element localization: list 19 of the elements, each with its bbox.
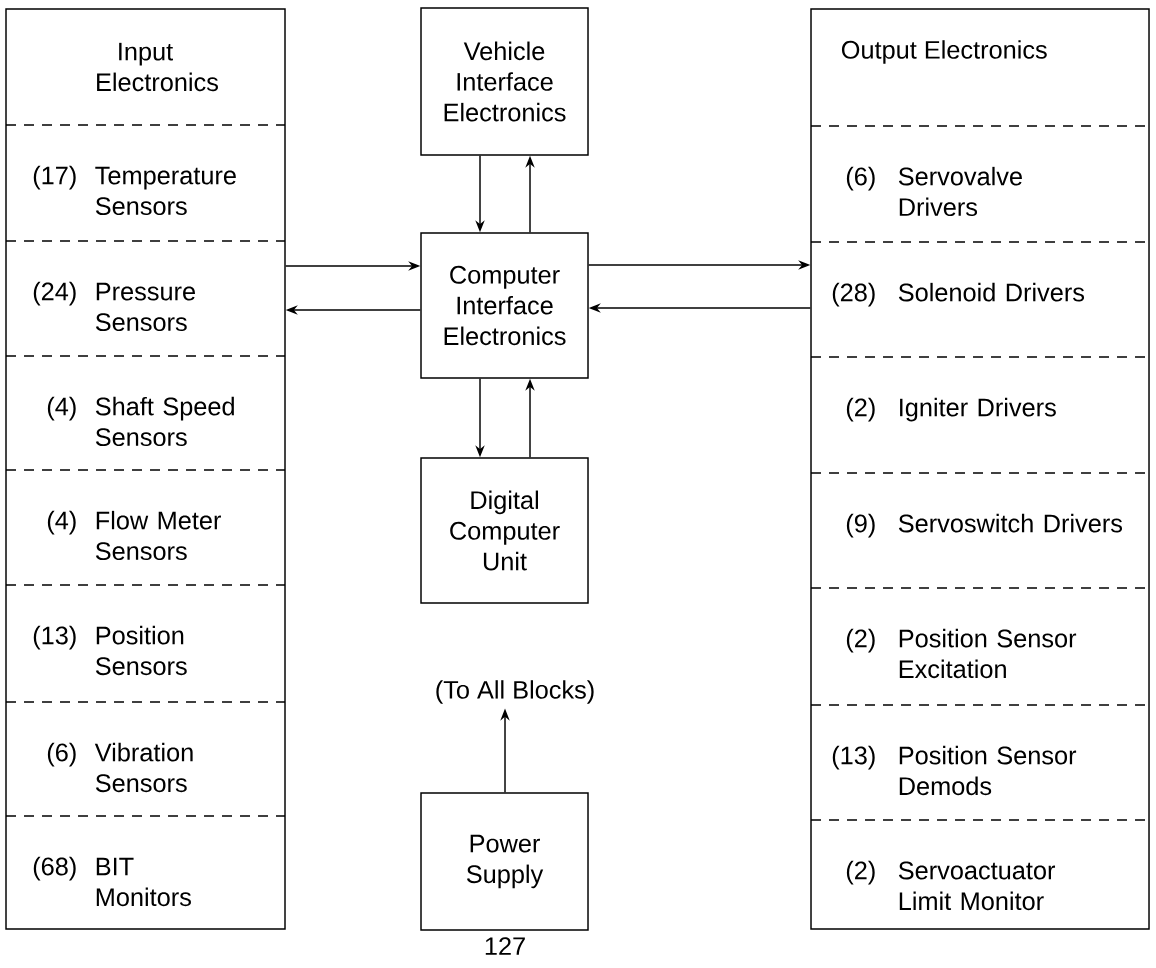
note-text: (To All Blocks) [436, 680, 594, 704]
panel-section: (6) Vibration Sensors [47, 742, 193, 793]
panel-section: (13) Position Sensors [33, 625, 187, 676]
panel-section: (9) Servoswitch Drivers [846, 513, 1122, 538]
block-box: Power Supply [420, 792, 589, 931]
panel-section: (17) Temperature Sensors [33, 165, 236, 216]
block-box: Vehicle Interface Electronics [420, 7, 589, 156]
panel-section: (2) Servoactuator Limit Monitor [846, 860, 1055, 911]
panel-section: (68) BIT Monitors [33, 856, 191, 907]
panel-section: (4) Shaft Speed Sensors [47, 396, 234, 447]
block-box: Computer Interface Electronics [420, 232, 589, 379]
panel-section: (24) Pressure Sensors [33, 281, 195, 332]
panel-section: (4) Flow Meter Sensors [47, 510, 221, 561]
panel-section: (2) Igniter Drivers [846, 397, 1056, 422]
panel-section: (2) Position Sensor Excitation [846, 628, 1077, 679]
panel-section: (13) Position Sensor Demods [832, 745, 1077, 796]
panel-section: (28) Solenoid Drivers [832, 282, 1085, 307]
panel-section: (6) Servovalve Drivers [846, 166, 1022, 217]
block-box: Digital Computer Unit [420, 457, 589, 604]
